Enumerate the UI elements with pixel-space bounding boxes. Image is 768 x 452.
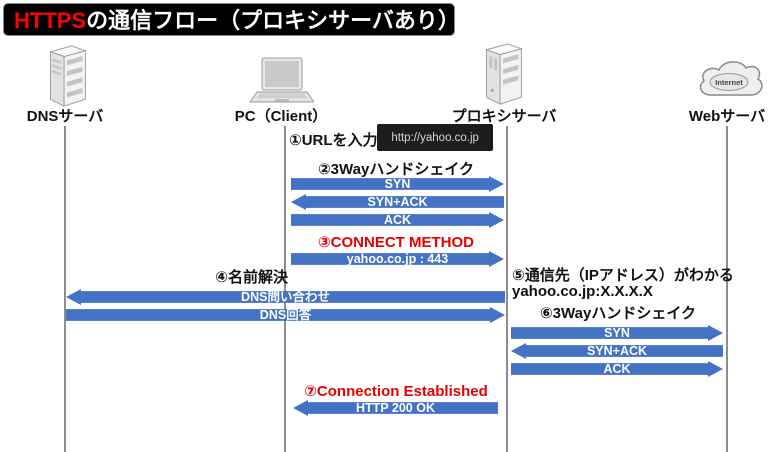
syn-arrow: SYN — [291, 176, 504, 192]
dns-query-arrow-label: DNS問い合わせ — [241, 290, 330, 304]
syn-ack-arrow-label: SYN+ACK — [367, 195, 428, 209]
syn-ack-arrow-2: SYN+ACK — [511, 343, 723, 359]
step7-label: ⑦Connection Established — [304, 383, 488, 400]
entity-label-proxy: プロキシサーバ — [451, 108, 557, 125]
step4-label: ④名前解決 — [215, 269, 288, 286]
http-200-ok-arrow: HTTP 200 OK — [293, 400, 498, 416]
dns-query-arrow: DNS問い合わせ — [66, 289, 505, 305]
ack-arrow-2: ACK — [511, 361, 723, 377]
cloud-label: Internet — [715, 78, 743, 87]
internet-cloud-icon: Internet — [699, 61, 763, 96]
title-highlight: HTTPS — [14, 8, 87, 33]
lifeline-pc — [284, 126, 286, 452]
step2-label: ②3Wayハンドシェイク — [317, 161, 475, 178]
ack-arrow-2-label: ACK — [603, 362, 631, 376]
url-input-value: http://yahoo.co.jp — [391, 131, 479, 144]
connect-method-arrow-label: yahoo.co.jp : 443 — [346, 252, 449, 266]
ack-arrow-label: ACK — [383, 213, 412, 227]
ack-arrow: ACK — [291, 212, 504, 228]
server-tower-icon — [484, 43, 524, 105]
laptop-icon — [250, 57, 314, 103]
syn-arrow-2-label: SYN — [604, 326, 630, 340]
connect-method-arrow: yahoo.co.jp : 443 — [291, 251, 504, 267]
syn-ack-arrow-2-label: SYN+ACK — [586, 344, 648, 358]
entity-label-dns: DNSサーバ — [26, 108, 104, 125]
lifeline-dns — [64, 126, 66, 452]
step5-resolved-ip: yahoo.co.jp:X.X.X.X — [512, 283, 653, 300]
step6-label: ⑥3Wayハンドシェイク — [539, 305, 697, 322]
dns-response-arrow: DNS回答 — [66, 307, 505, 323]
lifeline-web — [726, 126, 728, 452]
entity-label-web: Webサーバ — [688, 108, 766, 125]
entity-label-pc: PC（Client） — [234, 108, 328, 125]
server-icon — [48, 45, 88, 107]
http-200-ok-arrow-label: HTTP 200 OK — [356, 401, 435, 415]
page-title: HTTPSの通信フロー（プロキシサーバあり） — [3, 3, 460, 36]
lifeline-proxy — [506, 126, 508, 452]
syn-arrow-2: SYN — [511, 325, 723, 341]
url-bar[interactable]: http://yahoo.co.jp — [377, 124, 493, 151]
step1-label: ①URLを入力 — [289, 132, 378, 149]
syn-arrow-label: SYN — [384, 177, 411, 191]
step3-label: ③CONNECT METHOD — [317, 234, 475, 251]
dns-response-arrow-label: DNS回答 — [259, 308, 312, 322]
title-rest: の通信フロー（プロキシサーバあり） — [86, 8, 460, 33]
step5-label: ⑤通信先（IPアドレス）がわかる — [512, 267, 734, 284]
syn-ack-arrow: SYN+ACK — [291, 194, 504, 210]
